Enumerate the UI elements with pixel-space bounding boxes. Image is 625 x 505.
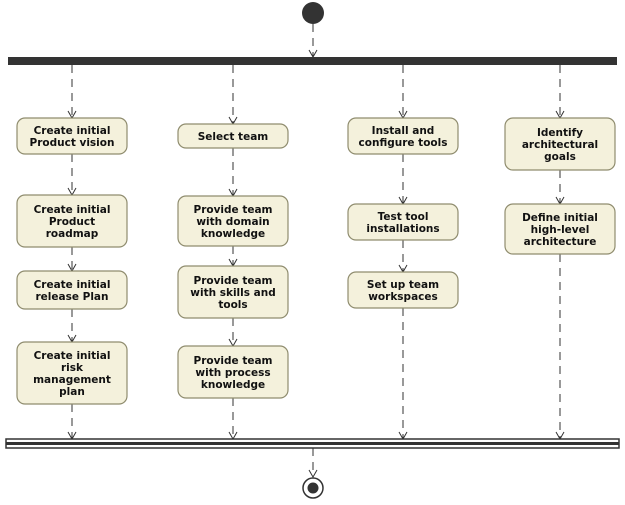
action-box bbox=[347, 203, 459, 241]
action-label-line: release Plan bbox=[36, 291, 109, 303]
action-label-line: with skills and bbox=[190, 287, 275, 299]
action-label-line: Create initial bbox=[34, 204, 111, 216]
action-label-line: management bbox=[33, 374, 111, 386]
action-label-line: Identify bbox=[537, 127, 583, 139]
action-label-line: architectural bbox=[522, 139, 598, 151]
fork-bar bbox=[8, 57, 617, 65]
action-label-line: plan bbox=[59, 386, 85, 398]
action-box bbox=[504, 203, 616, 255]
action-label-line: tools bbox=[218, 299, 247, 311]
action-label-line: goals bbox=[544, 151, 576, 163]
final-node bbox=[302, 477, 324, 499]
action-label-line: Product vision bbox=[30, 137, 115, 149]
flow-edges bbox=[67, 24, 565, 479]
action-label-line: Create initial bbox=[34, 125, 111, 137]
action-label-line: roadmap bbox=[46, 228, 99, 240]
action-label-line: Create initial bbox=[34, 350, 111, 362]
action-label-line: Test tool bbox=[378, 211, 429, 223]
action-label-line: Provide team bbox=[194, 275, 273, 287]
action-label-line: Set up team bbox=[367, 279, 439, 291]
action-box bbox=[177, 265, 289, 319]
action-team-1: Select team bbox=[177, 123, 289, 149]
action-box bbox=[16, 270, 128, 310]
action-box bbox=[16, 341, 128, 405]
action-label-line: Select team bbox=[198, 131, 269, 143]
action-label-line: Provide team bbox=[194, 204, 273, 216]
action-box bbox=[347, 271, 459, 309]
action-box bbox=[504, 117, 616, 171]
action-label-line: with domain bbox=[196, 216, 269, 228]
action-box bbox=[16, 194, 128, 248]
action-box bbox=[16, 117, 128, 155]
action-label-line: Product bbox=[49, 216, 95, 228]
action-label-line: risk bbox=[61, 362, 84, 374]
arrowhead bbox=[308, 469, 318, 479]
action-label-line: knowledge bbox=[201, 379, 265, 391]
action-label-line: with process bbox=[195, 367, 270, 379]
action-label-line: installations bbox=[366, 223, 439, 235]
action-label-line: high-level bbox=[531, 224, 590, 236]
action-label-line: Install and bbox=[372, 125, 435, 137]
action-label-line: Provide team bbox=[194, 355, 273, 367]
action-label-line: Define initial bbox=[522, 212, 598, 224]
arrowhead bbox=[228, 338, 238, 348]
action-box bbox=[177, 345, 289, 399]
join-bar-inner bbox=[6, 442, 619, 445]
action-label-line: knowledge bbox=[201, 228, 265, 240]
action-label-line: Create initial bbox=[34, 279, 111, 291]
action-box bbox=[177, 123, 289, 149]
initial-node bbox=[302, 2, 324, 24]
action-box bbox=[177, 195, 289, 247]
action-label-line: workspaces bbox=[368, 291, 438, 303]
action-box bbox=[347, 117, 459, 155]
action-label-line: configure tools bbox=[359, 137, 448, 149]
action-label-line: architecture bbox=[524, 236, 597, 248]
